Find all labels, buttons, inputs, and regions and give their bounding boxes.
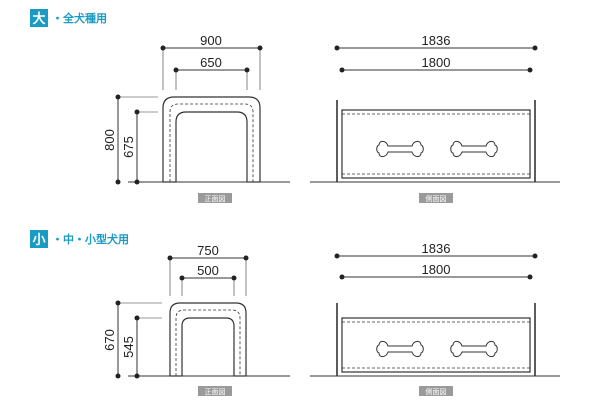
front-view [117,257,290,377]
side-inner-width: 1800 [422,262,451,277]
section-badge [30,230,48,248]
section-badge-label: 大 [32,11,45,27]
section-badge [30,9,48,27]
section-large: 大 ・全犬種用 [30,9,560,203]
front-inner-height: 545 [121,336,136,358]
front-caption-box [198,386,232,396]
side-caption-box [419,386,453,396]
side-outer-width: 1836 [422,241,451,256]
front-inner-width: 500 [197,263,219,278]
front-caption: 正面図 [205,388,226,396]
section-badge-label: 小 [32,233,45,248]
side-caption: 側面図 [426,194,447,203]
front-outer-height: 800 [102,129,117,151]
side-caption: 側面図 [426,387,447,396]
section-title: ・全犬種用 [52,11,107,25]
front-outer-width: 750 [197,243,219,258]
front-outer-width: 900 [200,33,222,48]
bone-icon [450,340,498,358]
side-view [310,47,560,183]
side-view [310,255,560,377]
front-inner-width: 650 [200,55,222,70]
front-outer-height: 670 [102,329,117,351]
front-inner-height: 675 [121,136,136,158]
section-title: ・中・小型犬用 [52,232,129,246]
bone-icon [376,340,424,358]
section-small: 小 ・中・小型犬用 750 500 [30,230,560,396]
dimension-points [115,45,263,185]
front-caption: 正面図 [205,195,226,203]
bone-icon [376,140,424,158]
side-inner-width: 1800 [422,55,451,70]
front-view [117,47,290,183]
side-outer-width: 1836 [422,33,451,48]
bone-icon [450,140,498,158]
front-caption-box [198,193,232,203]
side-caption-box [419,193,453,203]
